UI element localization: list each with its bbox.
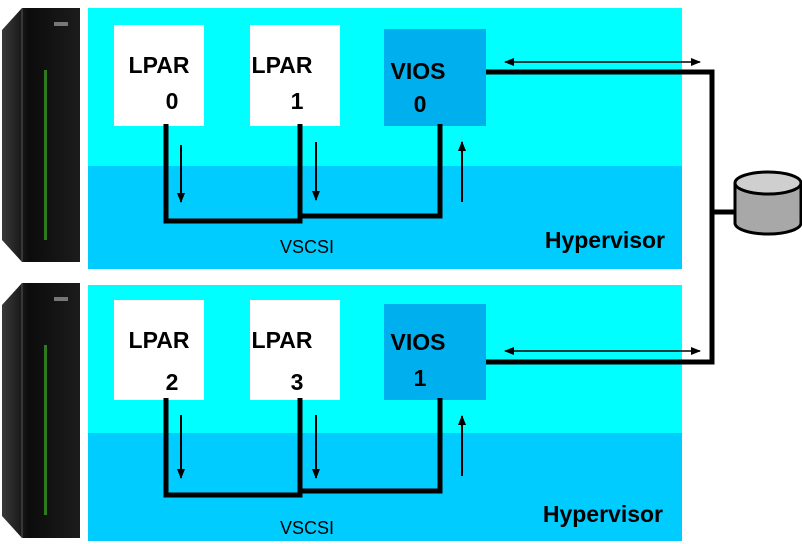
vios-0-label-line2: 0 bbox=[414, 91, 427, 117]
vios-0-box bbox=[384, 29, 486, 126]
lpar-3-label-line1: LPAR bbox=[252, 327, 313, 353]
lpar-2-label-line1: LPAR bbox=[129, 327, 190, 353]
lpar-0-label-line1: LPAR bbox=[129, 52, 190, 78]
server-rack-icon-bottom bbox=[2, 283, 80, 538]
hypervisor-label-1: Hypervisor bbox=[543, 501, 663, 527]
lpar-2-label-line2: 2 bbox=[166, 369, 179, 395]
system-0: LPAR 0 LPAR 1 VIOS 0 VSCSI Hypervisor bbox=[88, 8, 701, 269]
vscsi-bus-1 bbox=[163, 398, 443, 498]
vios-1-box bbox=[384, 304, 486, 400]
vscsi-label-0: VSCSI bbox=[280, 237, 334, 257]
vscsi-label-1: VSCSI bbox=[280, 518, 334, 538]
lpar-2-box bbox=[114, 300, 204, 400]
lpar-3-box bbox=[250, 300, 340, 400]
lpar-1-label-line1: LPAR bbox=[252, 52, 313, 78]
lpar-0-box bbox=[114, 25, 204, 126]
server-rack-icon-top bbox=[2, 8, 80, 262]
disk-storage-icon bbox=[733, 170, 802, 236]
system-1-hypervisor-band bbox=[88, 433, 682, 541]
system-1: LPAR 2 LPAR 3 VIOS 1 VSCSI Hypervisor bbox=[88, 285, 701, 541]
vscsi-bus-0 bbox=[163, 124, 443, 224]
lpar-3-label-line2: 3 bbox=[291, 369, 304, 395]
vios-1-label-line1: VIOS bbox=[391, 329, 446, 355]
vios-1-label-line2: 1 bbox=[414, 365, 427, 391]
vios-0-label-line1: VIOS bbox=[391, 58, 446, 84]
lpar-1-label-line2: 1 bbox=[291, 88, 304, 114]
hypervisor-label-0: Hypervisor bbox=[545, 227, 665, 253]
lpar-1-box bbox=[250, 25, 340, 126]
lpar-0-label-line2: 0 bbox=[166, 88, 179, 114]
